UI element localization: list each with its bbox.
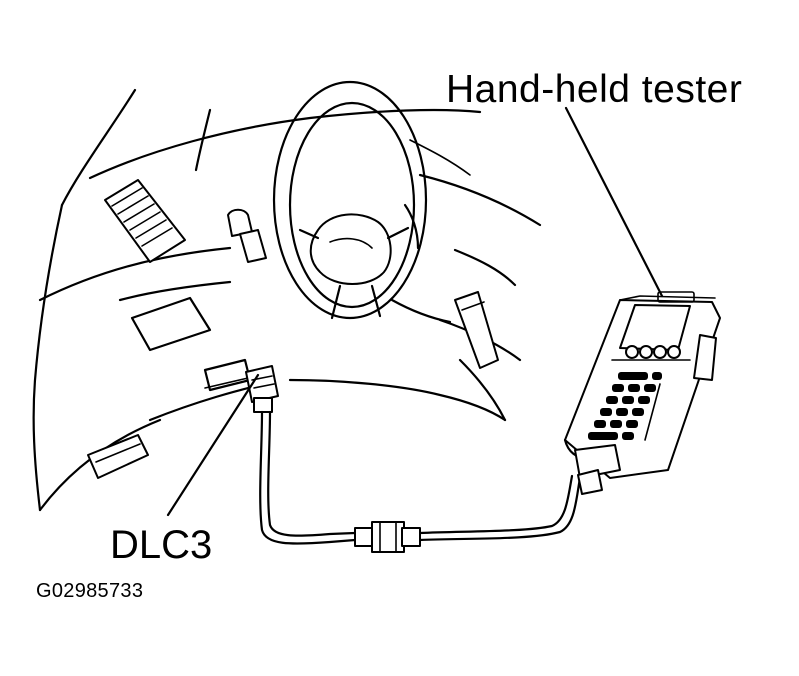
tester-keypad <box>588 372 662 441</box>
air-vent <box>104 179 186 263</box>
tester-cable <box>259 410 582 545</box>
dashboard-outline <box>32 108 542 512</box>
tester-leader-line <box>564 106 664 298</box>
figure-id: G02985733 <box>36 580 144 602</box>
cable-adapter <box>354 521 421 553</box>
tester-label: Hand-held tester <box>446 68 743 111</box>
windshield-pillar <box>60 88 212 207</box>
lower-panel <box>87 296 252 479</box>
hand-held-tester <box>563 291 721 495</box>
dlc3-label: DLC3 <box>110 523 213 567</box>
steering-wheel <box>272 80 428 320</box>
dlc3-connector <box>245 365 279 413</box>
steering-column <box>390 291 499 369</box>
dlc3-leader-line <box>166 373 260 517</box>
switch-stalk <box>227 208 267 263</box>
